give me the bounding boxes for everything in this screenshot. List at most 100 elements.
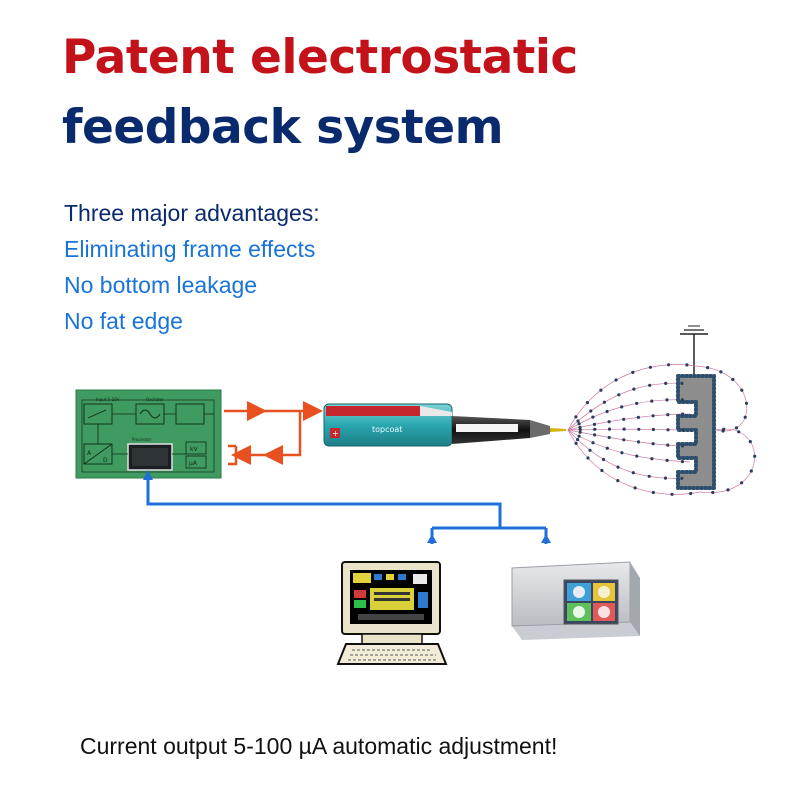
charge-dot [665, 398, 669, 402]
controller-board: Input 5-10V Oscilator A D Processor kV µ… [75, 389, 222, 479]
charge-dot [748, 440, 752, 444]
data-link [146, 474, 548, 544]
charge-dot [681, 428, 685, 432]
spray-gun: + topcoat [323, 403, 566, 447]
charge-dot [648, 383, 652, 387]
charge-dot [616, 479, 620, 483]
charge-dot [637, 427, 641, 431]
title-line-2: feedback system [62, 100, 504, 155]
charge-dot [633, 486, 637, 490]
charge-dot [711, 490, 715, 495]
board-oscillator-label: Oscilator [146, 397, 164, 402]
charge-dot [631, 471, 635, 475]
computer-terminal [336, 561, 448, 665]
charge-dot [680, 398, 685, 402]
charge-dot [731, 377, 735, 382]
charge-dot [578, 425, 582, 429]
charge-dot [617, 393, 621, 397]
control-cabinet [511, 561, 640, 640]
charge-dot [632, 387, 636, 391]
charge-dot [680, 381, 684, 385]
charge-dot [680, 460, 685, 464]
charge-dot [648, 365, 653, 369]
title-line-1: Patent electrostatic [62, 30, 578, 85]
charge-dot [586, 456, 590, 460]
charge-dot [591, 441, 595, 445]
charge-dot [719, 370, 723, 374]
board-ad-d: D [103, 457, 108, 464]
advantages-heading: Three major advantages: [64, 200, 320, 226]
charge-dot [622, 417, 626, 421]
charge-dot [666, 413, 670, 417]
charge-dot [689, 491, 693, 496]
charge-dot [722, 427, 726, 431]
charge-dot [666, 428, 670, 432]
charge-dot [651, 442, 655, 446]
advantage-item: No bottom leakage [64, 272, 258, 298]
svg-text:+: + [332, 429, 339, 438]
board-ad-a: A [87, 450, 92, 457]
signal-arrows [224, 401, 323, 466]
charge-dot [650, 399, 654, 403]
charge-dot [599, 388, 603, 392]
charge-dot [744, 401, 749, 405]
board-kv-label: kV [190, 446, 198, 453]
charge-dot [577, 422, 581, 426]
charge-dot [605, 446, 609, 450]
charge-dot [607, 435, 611, 440]
footer-note: Current output 5-100 µA automatic adjust… [80, 733, 558, 759]
charge-dot [753, 454, 757, 458]
charge-dot [734, 426, 739, 430]
charge-dot [585, 401, 590, 405]
charge-dot [635, 401, 639, 405]
charge-dot [616, 465, 620, 469]
charge-dot [670, 492, 674, 496]
charge-dot [681, 412, 685, 416]
charge-dot [574, 441, 578, 445]
charge-dot [620, 451, 624, 455]
charge-dot [593, 427, 597, 431]
charge-dot [622, 438, 626, 442]
charge-dot [685, 363, 689, 367]
board-processor-label: Processor [132, 437, 152, 442]
charge-dot [605, 409, 609, 414]
charge-dot [578, 430, 582, 434]
charge-dot [620, 405, 624, 409]
charge-dot [607, 427, 612, 431]
charge-dot [680, 476, 684, 480]
charge-dot [602, 400, 607, 404]
charge-dot [600, 468, 604, 473]
charge-dot [636, 440, 641, 444]
charge-dot [601, 457, 606, 462]
charge-dot [667, 363, 671, 367]
advantage-item: No fat edge [64, 308, 183, 334]
charge-dot [589, 409, 593, 413]
charge-dot [749, 469, 753, 473]
charge-dot [706, 366, 710, 370]
charge-dot [607, 420, 611, 424]
charge-dot [651, 427, 656, 432]
charge-dot [650, 457, 654, 461]
charge-dot [664, 381, 668, 385]
charge-dot [740, 388, 744, 392]
charge-dot [663, 476, 668, 480]
charge-dot [622, 427, 626, 431]
charge-dot [681, 444, 685, 448]
charge-dot [726, 488, 730, 492]
charge-dot [666, 443, 670, 447]
charge-dot [576, 419, 580, 423]
charge-dot [740, 481, 744, 485]
charge-dot [636, 415, 641, 419]
charge-dot [588, 448, 592, 452]
charge-dot [593, 433, 597, 437]
charge-dot [651, 490, 655, 495]
spray-field [567, 325, 757, 496]
board-ua-label: µA [189, 460, 198, 467]
gun-brand-label: topcoat [372, 425, 402, 434]
charge-dot [743, 415, 747, 419]
charge-dot [651, 414, 655, 418]
charge-dot [591, 415, 595, 419]
charge-dot [614, 378, 618, 382]
charge-dot [592, 422, 597, 426]
